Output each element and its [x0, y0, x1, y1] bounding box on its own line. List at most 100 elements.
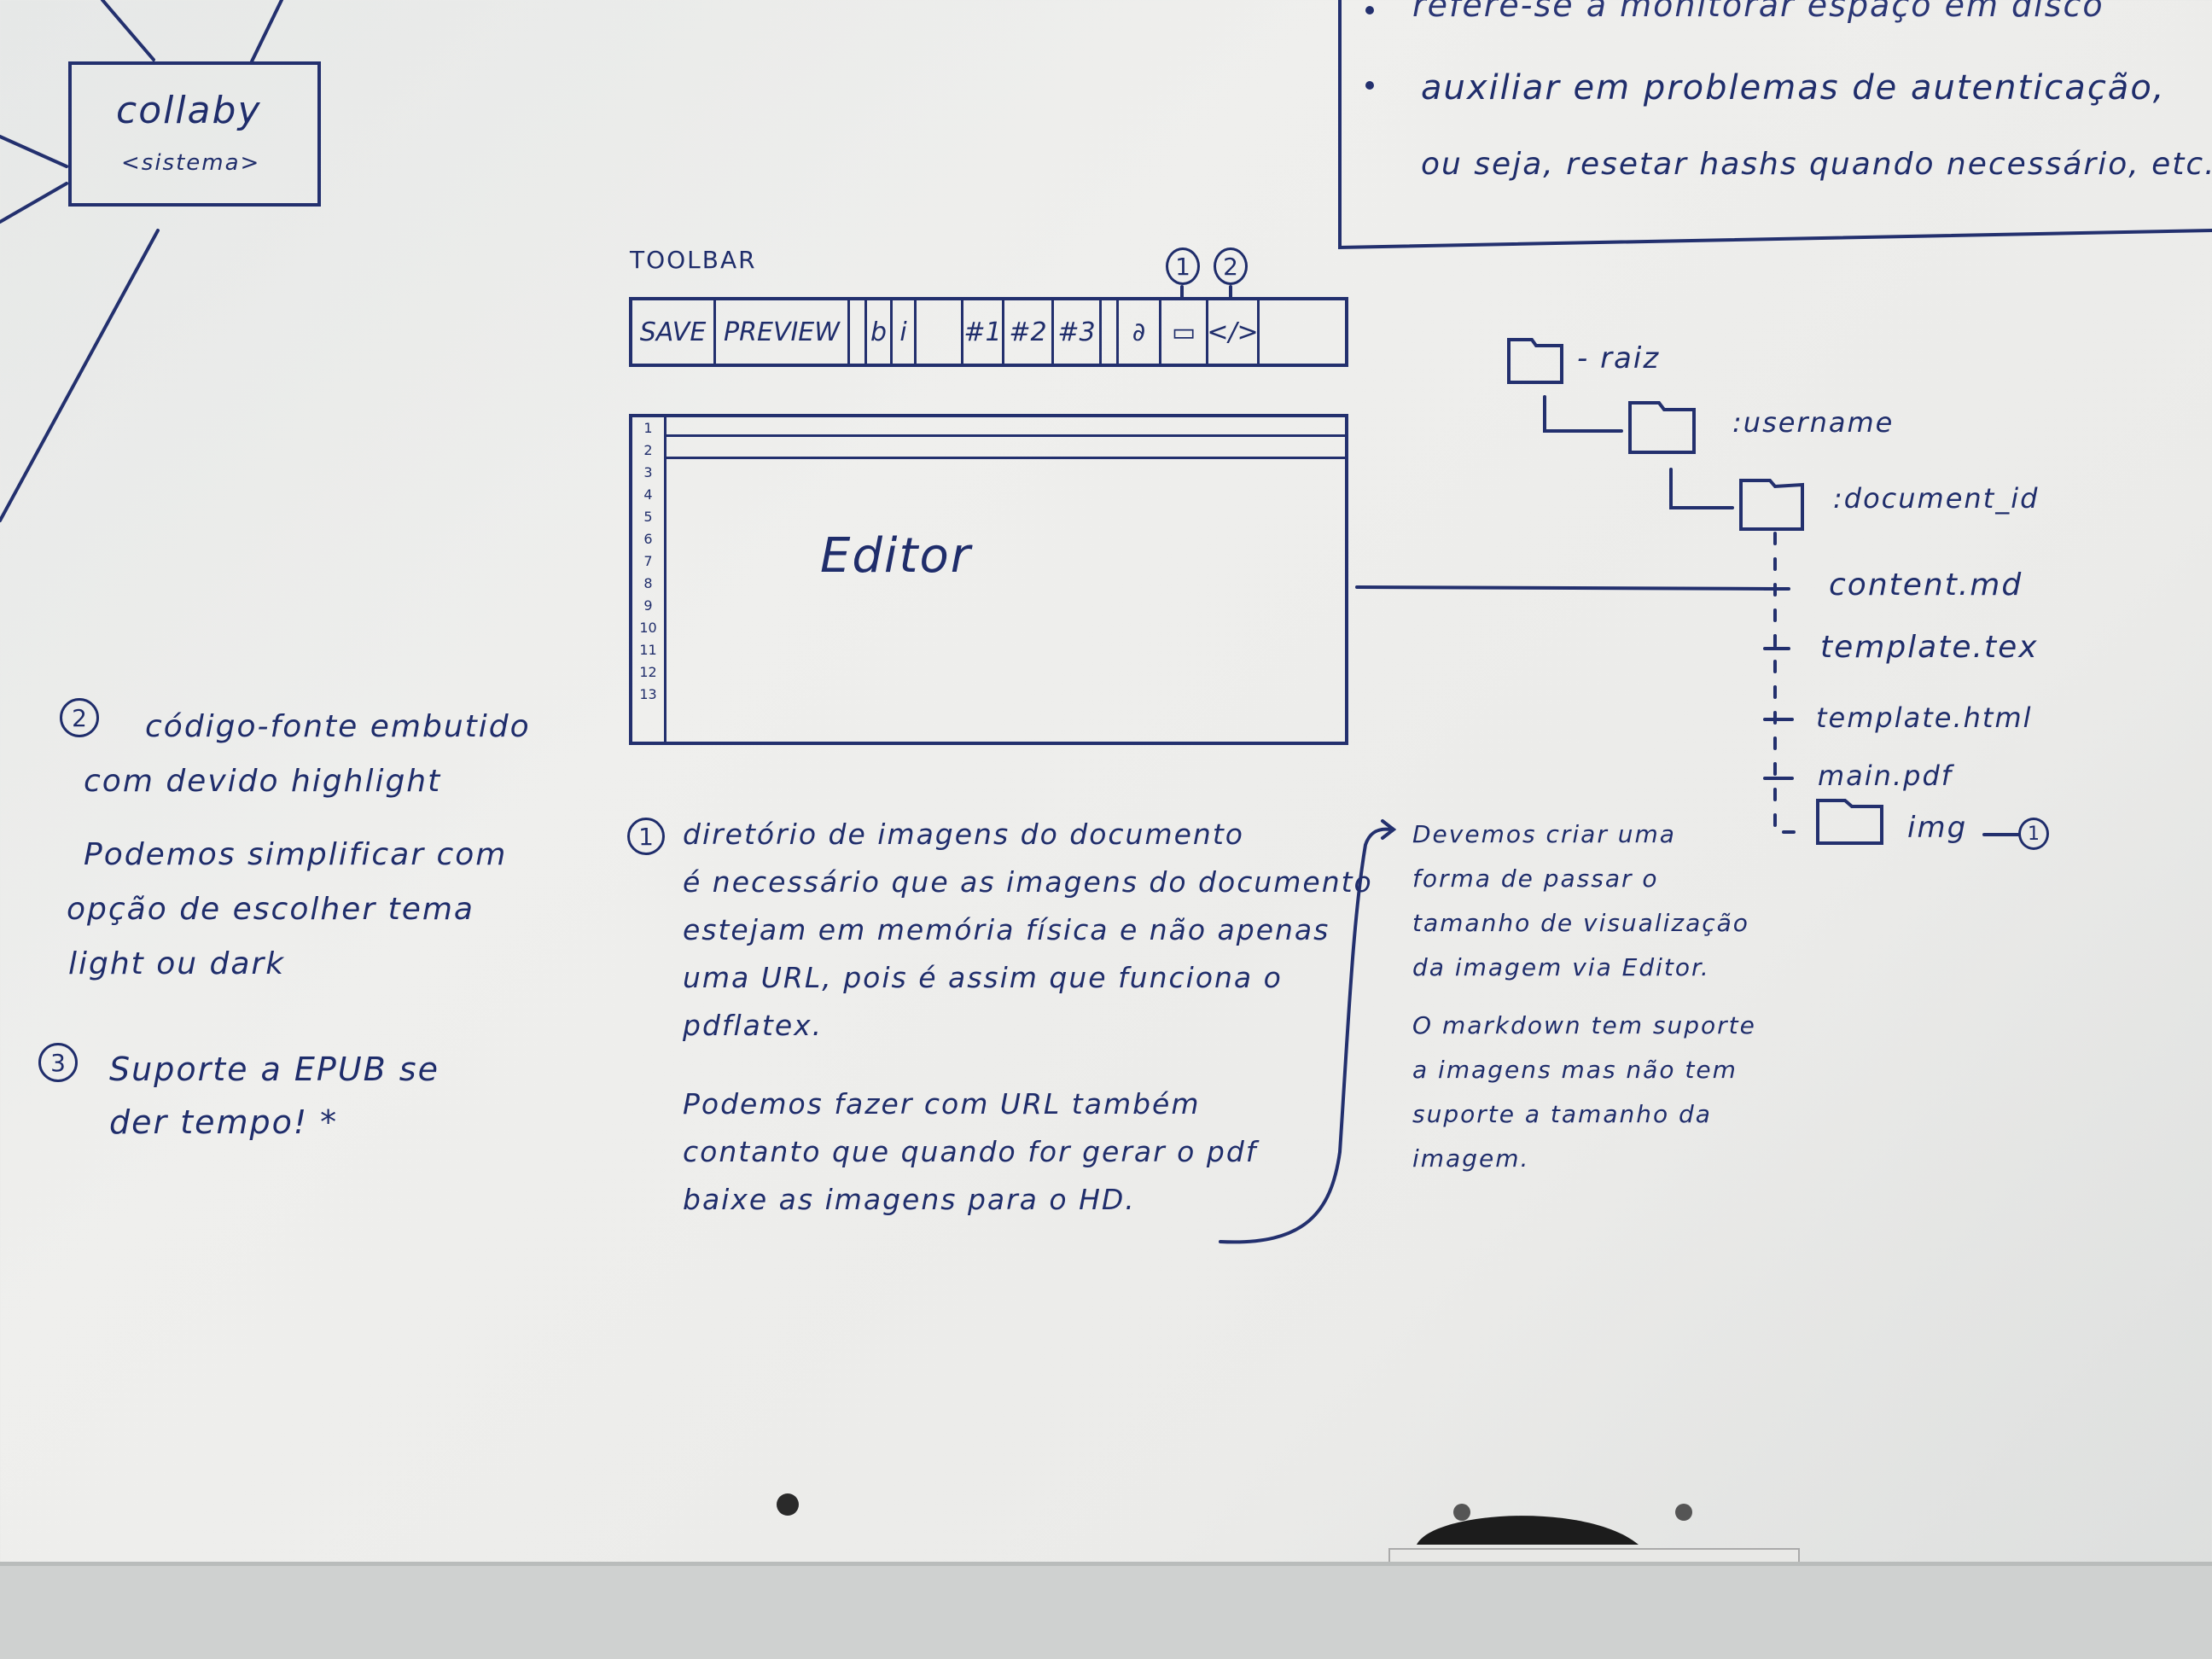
note-left-3-line: Suporte a EPUB se — [109, 1051, 439, 1088]
note-right-line: tamanho de visualização — [1412, 909, 1749, 937]
note-right-line: suporte a tamanho da — [1412, 1100, 1712, 1128]
line-number: 4 — [643, 486, 653, 503]
note-center-line: pdflatex. — [683, 1009, 824, 1042]
note-left-marker: 2 — [60, 698, 99, 737]
note-left-line: código-fonte embutido — [145, 709, 531, 744]
system-box: collaby <sistema> — [68, 61, 321, 207]
note-left-line: com devido highlight — [84, 764, 442, 799]
line-number: 11 — [639, 642, 657, 658]
line-number: 13 — [639, 686, 657, 702]
editor-header-rule — [664, 434, 1345, 437]
note-center: diretório de imagens do documento é nece… — [683, 811, 1373, 1224]
note-box-border — [1338, 0, 2212, 250]
board-pin — [1675, 1504, 1692, 1521]
toolbar-h2[interactable]: #2 — [1004, 300, 1054, 364]
folder-icon — [1816, 799, 1883, 845]
note-left-line: light ou dark — [68, 946, 286, 981]
note-left-3-line: der tempo! * — [109, 1103, 339, 1141]
folder-icon — [1628, 401, 1696, 454]
tree-file: template.tex — [1820, 630, 2039, 665]
tree-img-label: img — [1907, 811, 1968, 845]
note-left-3-marker: 3 — [38, 1043, 78, 1082]
note-left-line: Podemos simplificar com — [84, 837, 508, 872]
toolbar-link[interactable]: ∂ — [1119, 300, 1161, 364]
editor-sketch: 1 2 3 4 5 6 7 8 9 10 11 12 13 Editor — [629, 414, 1348, 745]
toolbar-bold[interactable]: b — [867, 300, 893, 364]
note-center-line: uma URL, pois é assim que funciona o — [683, 961, 1283, 994]
system-subtitle: <sistema> — [121, 150, 261, 176]
editor-label: Editor — [820, 528, 972, 584]
line-gutter: 1 2 3 4 5 6 7 8 9 10 11 12 13 — [632, 417, 667, 742]
wall-below-board — [0, 1566, 2212, 1659]
toolbar-preview[interactable]: PREVIEW — [716, 300, 850, 364]
note-right-line: a imagens mas não tem — [1412, 1056, 1738, 1084]
line-number: 3 — [643, 464, 653, 480]
bullet-dot — [1365, 81, 1374, 90]
board-frame — [0, 1562, 2212, 1567]
connector-line — [250, 0, 283, 63]
note-left: código-fonte embutido com devido highlig… — [60, 700, 531, 992]
tree-file: content.md — [1829, 568, 2023, 602]
note-center-line: Podemos fazer com URL também — [683, 1087, 1201, 1121]
marker-circle-2: 2 — [1214, 247, 1248, 285]
tree-root-label: - raiz — [1577, 341, 1661, 375]
connector-line — [0, 182, 68, 224]
tree-file: template.html — [1816, 701, 2033, 734]
note-right-line: Devemos criar uma — [1412, 820, 1676, 848]
note-center-line: estejam em memória física e não apenas — [683, 913, 1330, 946]
toolbar-h3[interactable]: #3 — [1054, 300, 1102, 364]
toolbar-italic[interactable]: i — [893, 300, 917, 364]
note-bullet-2-line1: auxiliar em problemas de autenticação, — [1421, 68, 2166, 108]
curved-arrow — [1219, 827, 1393, 1244]
note-right-line: imagem. — [1412, 1144, 1530, 1173]
note-left-line: opção de escolher tema — [67, 892, 474, 927]
toolbar-code[interactable]: </> — [1207, 300, 1260, 364]
board-pin — [777, 1493, 799, 1516]
connector-line — [0, 135, 68, 168]
line-number: 2 — [643, 442, 653, 458]
tree-file: main.pdf — [1818, 760, 1953, 792]
toolbar-save[interactable]: SAVE — [632, 300, 716, 364]
tree-branch — [1669, 468, 1734, 509]
note-bullet-1: refere-se a monitorar espaço em disco — [1412, 0, 2104, 24]
tree-document-id-label: :document_id — [1833, 482, 2040, 515]
editor-link-line — [1355, 585, 1777, 591]
editor-header-rule — [664, 457, 1345, 459]
note-right-line: forma de passar o — [1412, 864, 1659, 893]
tree-branch — [1543, 395, 1623, 433]
note-center-line: baixe as imagens para o HD. — [683, 1183, 1136, 1216]
toolbar-spacer — [917, 300, 963, 364]
note-right-line: O markdown tem suporte — [1412, 1011, 1756, 1039]
toolbar-spacer — [1102, 300, 1119, 364]
note-center-line: contanto que quando for gerar o pdf — [683, 1135, 1258, 1168]
marker-circle-1: 1 — [1166, 247, 1200, 285]
connector-line — [101, 0, 155, 61]
line-number: 9 — [643, 597, 653, 614]
note-center-line: diretório de imagens do documento — [683, 818, 1244, 851]
arrow-head — [1381, 819, 1397, 840]
note-right-line: da imagem via Editor. — [1412, 953, 1710, 981]
note-center-line: é necessário que as imagens do documento — [683, 865, 1373, 899]
img-marker-circle: 1 — [2018, 818, 2049, 850]
line-number: 10 — [639, 620, 657, 636]
tree-username-label: :username — [1732, 406, 1895, 439]
toolbar-spacer — [850, 300, 867, 364]
system-title: collaby — [116, 89, 262, 132]
board-pin — [1453, 1504, 1470, 1521]
toolbar-label: TOOLBAR — [630, 246, 757, 274]
toolbar-image[interactable]: ▭ — [1161, 300, 1208, 364]
folder-icon — [1507, 338, 1563, 384]
tree-trunk — [1773, 532, 1811, 834]
line-number: 1 — [643, 420, 653, 436]
note-center-marker: 1 — [627, 818, 665, 855]
note-left-3: Suporte a EPUB se der tempo! * — [109, 1043, 439, 1149]
toolbar-sketch: SAVE PREVIEW b i #1 #2 #3 ∂ ▭ </> — [629, 297, 1348, 367]
toolbar-h1[interactable]: #1 — [963, 300, 1004, 364]
line-number: 6 — [643, 531, 653, 547]
line-number: 12 — [639, 664, 657, 680]
note-right: Devemos criar uma forma de passar o tama… — [1412, 812, 1756, 1181]
eraser — [1417, 1516, 1639, 1545]
toolbar-empty — [1260, 300, 1345, 364]
note-bullet-2-line2: ou seja, resetar hashs quando necessário… — [1421, 147, 2212, 182]
line-number: 7 — [643, 553, 653, 569]
